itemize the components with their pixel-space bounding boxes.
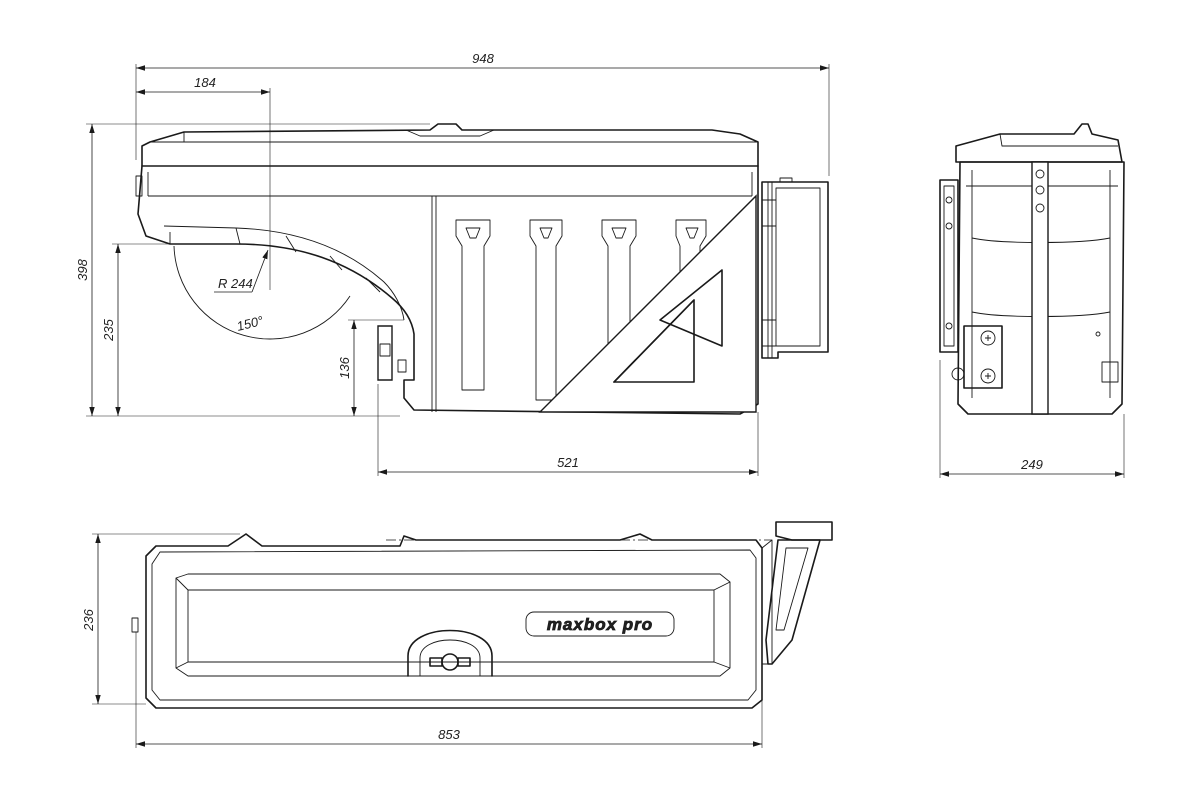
dim-label-235: 235 — [101, 318, 116, 341]
dim-label-853: 853 — [438, 727, 460, 742]
swing-bracket — [538, 194, 757, 413]
dimension-lower-length: 521 — [377, 384, 759, 476]
arc-radius-label: R 244 — [218, 276, 253, 291]
dim-label-236: 236 — [81, 608, 96, 631]
swing-angle-label: 150° — [235, 313, 265, 334]
dim-label-948: 948 — [472, 51, 494, 66]
front-view: 948 184 398 235 136 521 — [75, 51, 830, 476]
dimension-top-length: 853 — [135, 632, 763, 748]
dimension-overall-length: 948 — [135, 51, 830, 176]
dimension-end-width: 249 — [939, 360, 1125, 478]
brand-logo-text: maxbox pro — [547, 615, 653, 634]
end-body — [957, 161, 1125, 415]
top-hinge-arm — [761, 521, 833, 665]
dimension-overall-height: 398 — [75, 123, 430, 417]
dimension-step-height: 136 — [337, 319, 404, 416]
dim-label-249: 249 — [1020, 457, 1043, 472]
end-latch — [951, 325, 1003, 389]
end-view: 249 — [939, 123, 1125, 478]
dimension-wheel-arch-height: 235 — [101, 243, 170, 416]
top-view: maxbox pro 236 853 — [81, 521, 833, 748]
swing-arc-annotation: R 244 150° — [173, 245, 351, 340]
dim-label-184: 184 — [194, 75, 216, 90]
brand-logo: maxbox pro — [525, 611, 675, 637]
top-outer-outline — [145, 533, 763, 709]
lid-outline — [141, 123, 759, 167]
dim-label-136: 136 — [337, 356, 352, 378]
hinge-assembly — [761, 177, 829, 359]
body-outline — [137, 165, 759, 415]
dimension-top-width: 236 — [81, 533, 240, 705]
end-lid — [955, 123, 1123, 163]
lock-icon — [407, 629, 493, 677]
dimension-arc-offset: 184 — [136, 75, 271, 290]
dim-label-398: 398 — [75, 258, 90, 280]
dim-label-521: 521 — [557, 455, 579, 470]
